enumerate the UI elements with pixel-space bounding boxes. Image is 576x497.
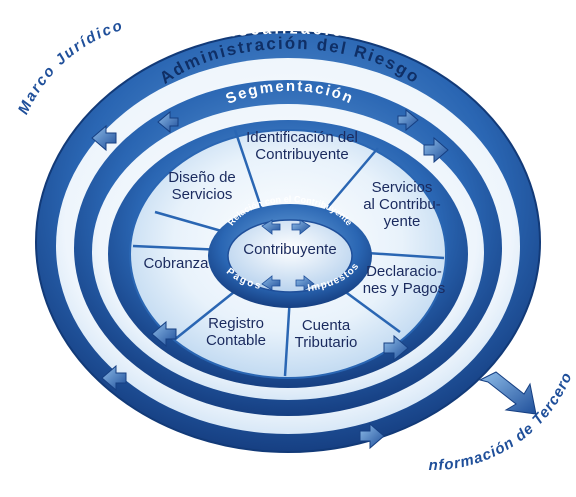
segment-line: nes y Pagos <box>363 280 446 297</box>
center-label: Contribuyente <box>243 241 336 258</box>
divider-6 <box>173 283 245 341</box>
segment-line: yente <box>384 213 421 230</box>
label-fiscalizacion: Fiscalización <box>217 20 359 42</box>
segment-line: Cobranza <box>143 255 209 272</box>
arrow-bottom-right-icon <box>359 422 385 450</box>
arrow-inner-top-right-icon <box>397 108 419 132</box>
arrow-right-top-icon <box>423 136 449 164</box>
divider-2 <box>321 147 379 215</box>
segment-line: Servicios <box>172 186 233 203</box>
center-disk <box>227 219 353 293</box>
segment-line: Identificación del <box>246 129 358 146</box>
segment-line: Contribuyente <box>255 146 348 163</box>
segment-label-cobranza: Cobranza <box>143 255 209 272</box>
center-arrow-icon-2 <box>291 219 311 235</box>
segment-label-declaraciones: Declaracio-nes y Pagos <box>363 263 446 297</box>
divider-5 <box>283 295 292 377</box>
arrow-left-top-icon <box>91 124 117 152</box>
segment-line: Tributario <box>295 334 358 351</box>
center-arrows <box>261 219 315 291</box>
center-arrow-icon-4 <box>295 275 315 291</box>
ring-arrows <box>91 108 537 450</box>
segment-line: Servicios <box>372 179 433 196</box>
segment-line: Declaracio- <box>366 263 442 280</box>
arrow-left-bottom-icon <box>101 364 127 392</box>
segment-line: Contable <box>206 332 266 349</box>
segment-line: al Contribu- <box>363 196 441 213</box>
ring-fiscalizacion-edge <box>35 31 541 453</box>
center-arrow-icon-1 <box>261 219 281 235</box>
arrow-info-terceros-icon <box>478 371 537 415</box>
segment-line: Cuenta <box>302 317 351 334</box>
divider-1 <box>233 129 264 211</box>
segment-line: Diseño de <box>168 169 236 186</box>
segment-line: Registro <box>208 315 264 332</box>
arrow-inner-left-icon <box>151 320 177 348</box>
center-arrow-icon-3 <box>261 275 281 291</box>
arrow-inner-right-icon <box>383 334 409 362</box>
arrow-inner-top-left-icon <box>157 110 179 134</box>
